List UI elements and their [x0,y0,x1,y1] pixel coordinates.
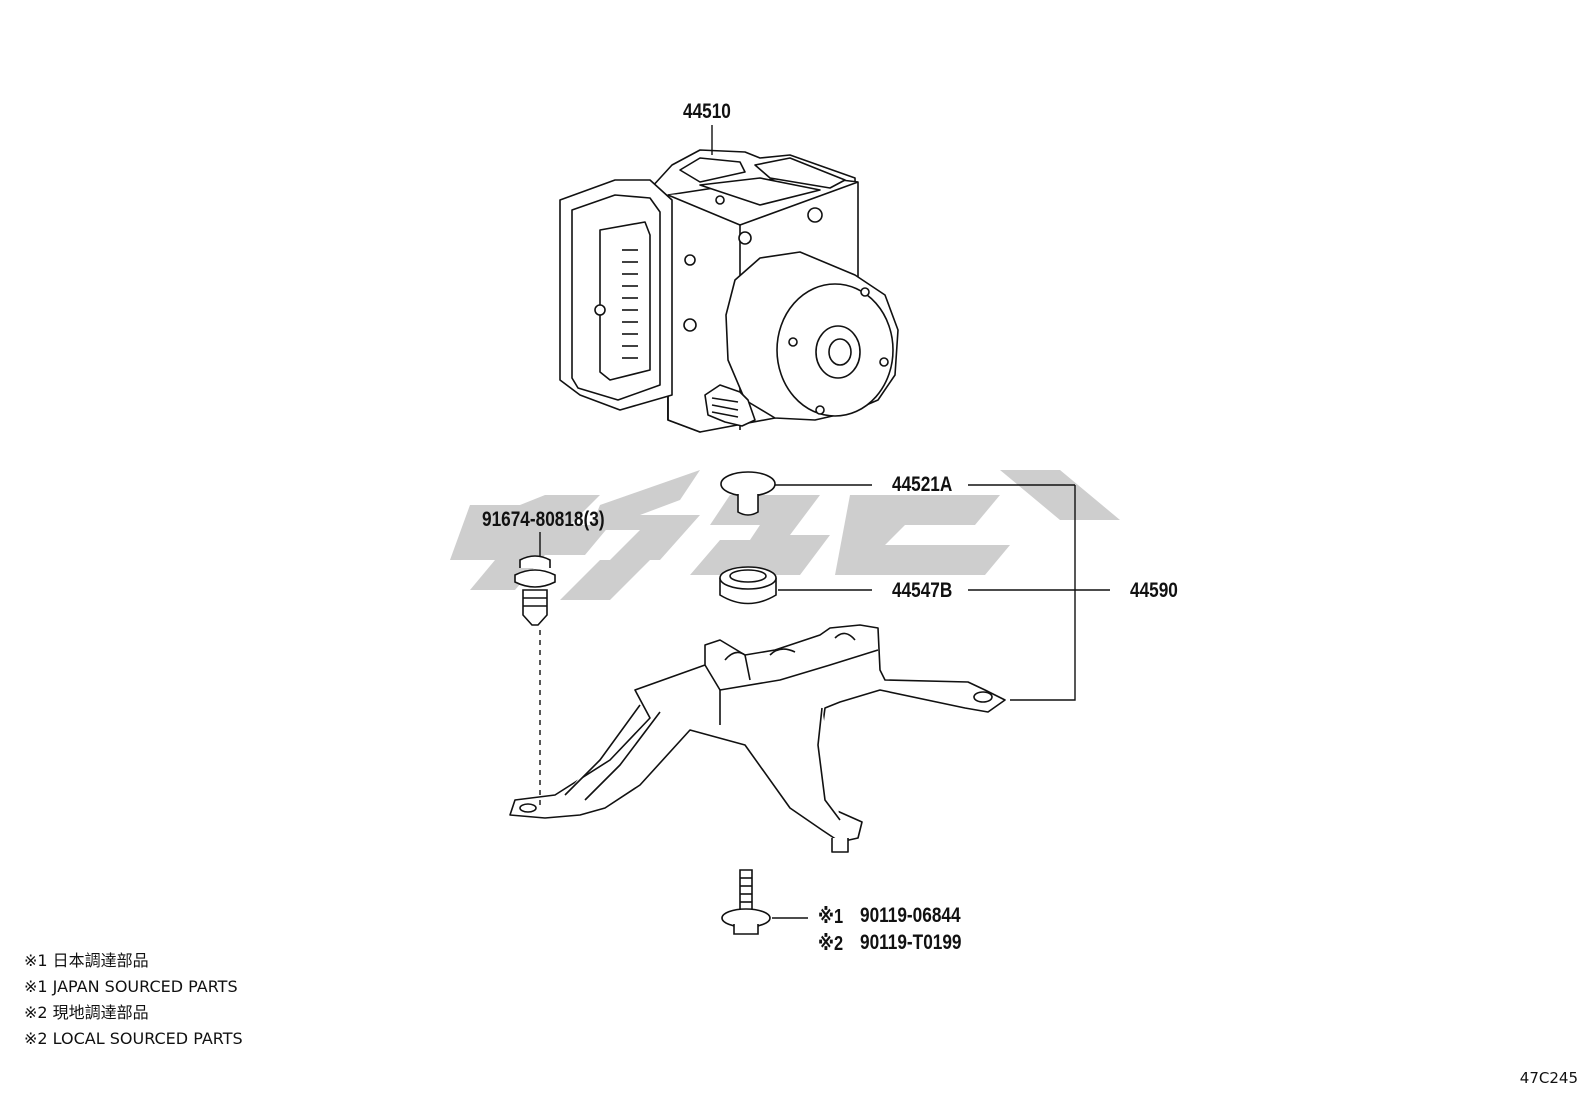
part-number-actuator: 44510 [683,100,731,123]
abs-actuator-drawing [559,149,899,433]
part-number-bolt: 91674-80818(3) [482,508,605,531]
part-number-cushion: 44547B [892,579,953,602]
bolt-drawing [514,555,556,626]
screw-jp-mark: ※1 [818,906,844,928]
part-number-bracket: 44590 [1130,579,1178,602]
part-number-screw-local: 90119-T0199 [860,931,962,954]
cap-drawing [720,471,776,516]
legend-line: ※1 日本調達部品 [24,951,149,970]
sourcing-legend: ※1 日本調達部品 ※1 JAPAN SOURCED PARTS ※2 現地調達… [24,948,243,1052]
part-number-cap: 44521A [892,473,953,496]
screw-local-mark: ※2 [818,933,844,955]
cushion-drawing [719,566,777,605]
bracket-drawing [509,624,1006,853]
figure-code: 47C245 [1519,1069,1578,1087]
legend-line: ※1 JAPAN SOURCED PARTS [24,977,238,996]
legend-line: ※2 LOCAL SOURCED PARTS [24,1029,243,1048]
leader-lines [539,125,1110,919]
screw-drawing [721,869,771,935]
part-number-screw-japan: 90119-06844 [860,904,961,927]
legend-line: ※2 現地調達部品 [24,1003,149,1022]
watermark-logo [450,470,1120,600]
